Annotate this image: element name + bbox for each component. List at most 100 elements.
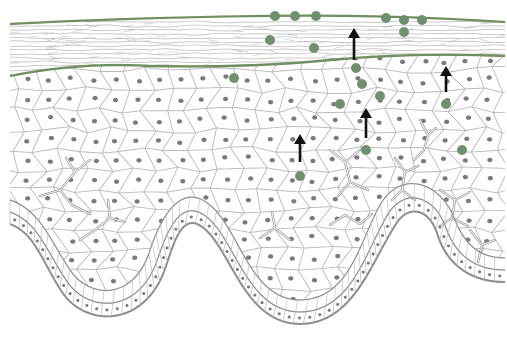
basal-cell-nucleus	[372, 252, 375, 255]
green-particle-dot	[311, 11, 321, 21]
basal-cell-divider	[231, 237, 234, 250]
cell-nucleus	[290, 256, 295, 260]
basal-cell-nucleus	[170, 237, 173, 240]
green-particle-dot	[265, 35, 275, 45]
cell-nucleus	[71, 118, 76, 122]
corneum-texture	[125, 36, 135, 39]
cell-nucleus	[311, 136, 316, 140]
basal-cell-nucleus	[298, 316, 301, 319]
basal-cell-nucleus	[46, 257, 49, 260]
basal-cell-divider	[359, 251, 361, 268]
basal-cell-nucleus	[488, 273, 491, 276]
cell-nucleus	[25, 196, 30, 200]
cell-nucleus	[137, 79, 142, 83]
cell-nucleus	[397, 176, 402, 180]
basal-cell-divider	[163, 243, 167, 262]
basal-cell-nucleus	[469, 266, 472, 269]
cell-nucleus	[158, 260, 163, 264]
cell-nucleus	[23, 179, 28, 183]
cell-nucleus	[353, 196, 358, 200]
basal-cell-divider	[44, 247, 46, 261]
basal-cell-divider	[257, 293, 260, 304]
basal-cell-nucleus	[308, 316, 311, 319]
cell-nucleus	[201, 138, 206, 142]
cell-nucleus	[243, 137, 248, 141]
cell-nucleus	[67, 96, 72, 100]
cell-nucleus	[290, 178, 295, 182]
cell-nucleus	[135, 217, 140, 221]
basal-cell-divider	[267, 289, 269, 301]
basal-cell-nucleus	[214, 233, 217, 236]
cell-nucleus	[181, 58, 186, 62]
cell-nucleus	[242, 220, 247, 224]
cell-nucleus	[71, 137, 76, 141]
cell-nucleus	[92, 119, 97, 123]
basal-cell-divider	[285, 298, 287, 310]
basal-cell-divider	[296, 300, 298, 312]
basal-cell-nucleus	[126, 304, 129, 307]
basal-cell-divider	[83, 284, 84, 296]
basal-cell-nucleus	[134, 299, 137, 302]
cell-nucleus	[333, 177, 338, 181]
cell-nucleus	[487, 158, 492, 162]
cell-nucleus	[5, 278, 10, 282]
cell-nucleus	[312, 278, 317, 282]
green-particle-dot	[375, 91, 385, 101]
corneum-texture	[45, 39, 55, 42]
corneum-texture	[123, 26, 133, 27]
basal-cell-nucleus	[41, 248, 44, 251]
corneum-texture	[48, 52, 58, 53]
cell-nucleus	[268, 254, 273, 258]
basal-cell-nucleus	[36, 239, 39, 242]
basal-cell-divider	[439, 198, 441, 215]
cell-nucleus	[180, 158, 185, 162]
cell-nucleus	[114, 158, 119, 162]
cell-nucleus	[330, 157, 335, 161]
corneum-texture	[1, 34, 11, 35]
basal-cell-divider	[49, 256, 51, 270]
corneum-texture	[114, 52, 124, 53]
green-particle-dot	[229, 73, 239, 83]
basal-cell-divider	[91, 301, 92, 314]
cell-nucleus	[466, 199, 471, 203]
cell-nucleus	[156, 138, 161, 142]
basal-cell-divider	[207, 204, 209, 217]
cell-nucleus	[442, 176, 447, 180]
basal-cell-divider	[145, 263, 147, 281]
cell-nucleus	[266, 236, 271, 240]
basal-cell-nucleus	[142, 292, 145, 295]
basal-cell-nucleus	[181, 220, 184, 223]
green-particle-dot	[357, 79, 367, 89]
cell-nucleus	[46, 98, 51, 102]
corneum-lamella	[0, 33, 507, 35]
cell-nucleus	[288, 276, 293, 280]
cell-nucleus	[178, 77, 183, 81]
basal-cell-nucleus	[362, 271, 365, 274]
cell-nucleus	[93, 140, 98, 144]
cell-nucleus	[400, 60, 405, 64]
basal-cell-divider	[131, 295, 132, 310]
cell-nucleus	[487, 137, 492, 141]
cell-nucleus	[421, 159, 426, 163]
basal-cell-divider	[140, 272, 141, 289]
top-surface-line	[10, 16, 505, 24]
corneum-texture	[402, 40, 412, 41]
cell-nucleus	[246, 154, 251, 158]
basal-cell-divider	[247, 265, 249, 277]
cell-nucleus	[268, 178, 273, 182]
keratinocyte-cell	[472, 249, 503, 270]
cell-nucleus	[4, 98, 9, 102]
cell-nucleus	[288, 99, 293, 103]
basal-cell-divider	[57, 252, 59, 265]
basal-cell-nucleus	[376, 243, 379, 246]
cell-nucleus	[268, 137, 273, 141]
cell-nucleus	[2, 258, 7, 262]
basal-cell-divider	[123, 286, 124, 300]
cell-nucleus	[423, 59, 428, 63]
cell-nucleus	[67, 218, 72, 222]
basal-cell-nucleus	[498, 274, 501, 277]
cell-nucleus	[311, 98, 316, 102]
corneum-texture	[355, 52, 365, 54]
cell-nucleus	[93, 219, 98, 223]
cell-nucleus	[180, 179, 185, 183]
